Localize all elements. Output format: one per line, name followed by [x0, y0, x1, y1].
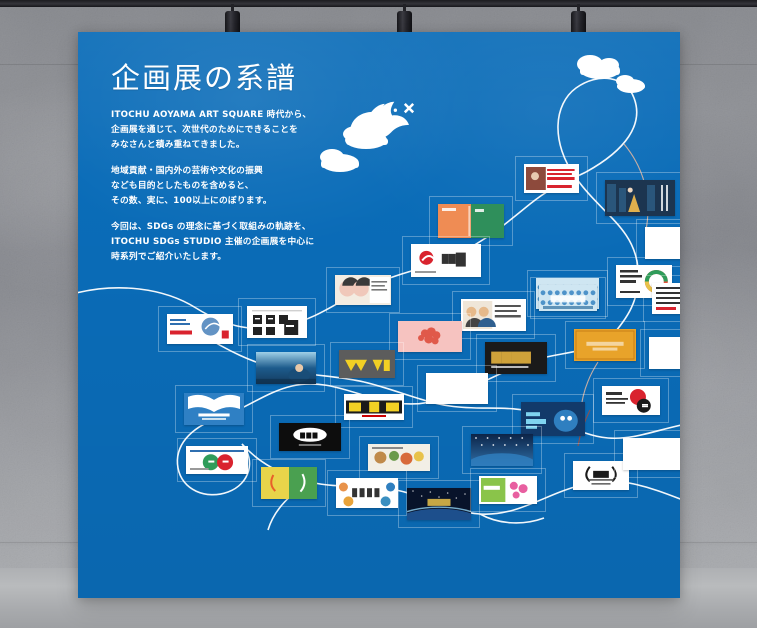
- exhibit-card[interactable]: [593, 377, 669, 423]
- exhibit-artwork: [574, 329, 636, 361]
- exhibit-thumbnail[interactable]: [186, 446, 248, 474]
- exhibition-poster: 企画展の系譜 ITOCHU AOYAMA ART SQUARE 時代から、企画展…: [78, 32, 680, 598]
- intro-paragraph-2: 地域貢献・国内外の芸術や文化の振興なども目的としたものを含めると、その数、実に、…: [111, 166, 272, 207]
- exhibit-artwork: [184, 393, 244, 425]
- exhibit-thumbnail[interactable]: [344, 394, 404, 420]
- exhibit-thumbnail[interactable]: [339, 350, 395, 378]
- exhibit-card[interactable]: [238, 298, 316, 346]
- exhibit-thumbnail[interactable]: [184, 393, 244, 425]
- exhibit-card[interactable]: [417, 364, 497, 412]
- exhibit-card[interactable]: [596, 172, 680, 224]
- exhibit-thumbnail[interactable]: [539, 285, 597, 311]
- exhibit-artwork: [649, 337, 680, 369]
- exhibit-card-frame: [643, 274, 680, 322]
- exhibit-artwork: [339, 350, 395, 378]
- exhibit-artwork: [398, 320, 462, 352]
- spotlight-stem: [230, 4, 234, 11]
- exhibit-thumbnail[interactable]: [411, 243, 481, 277]
- exhibit-artwork: [247, 306, 307, 338]
- exhibit-thumbnail[interactable]: [523, 163, 579, 193]
- exhibit-thumbnail[interactable]: [645, 227, 680, 259]
- exhibit-thumbnail[interactable]: [335, 275, 391, 305]
- exhibit-card-frame: [640, 329, 680, 377]
- exhibit-thumbnail[interactable]: [398, 320, 462, 352]
- exhibit-card[interactable]: [270, 415, 350, 459]
- exhibit-thumbnail[interactable]: [256, 352, 316, 384]
- exhibit-card[interactable]: [364, 455, 402, 491]
- cloud-icon: [577, 55, 620, 79]
- exhibit-thumbnail[interactable]: [407, 488, 471, 520]
- exhibit-card[interactable]: [177, 438, 257, 482]
- exhibit-card[interactable]: [326, 267, 400, 313]
- exhibit-artwork: [605, 180, 675, 216]
- exhibit-artwork: [471, 434, 533, 466]
- exhibit-card[interactable]: [565, 321, 645, 369]
- exhibit-thumbnail[interactable]: [279, 423, 341, 451]
- exhibit-artwork: [167, 314, 233, 344]
- intro-paragraph-3: 今回は、SDGs の理念に基づく取組みの軌跡を、ITOCHU SDGs STUD…: [111, 222, 315, 263]
- exhibit-card[interactable]: [614, 430, 680, 478]
- exhibit-artwork: [602, 385, 660, 415]
- exhibit-thumbnail[interactable]: [479, 476, 537, 504]
- exhibit-artwork: [186, 446, 248, 474]
- exhibit-thumbnail[interactable]: [623, 438, 680, 470]
- cloud-icon: [616, 75, 645, 93]
- exhibit-thumbnail[interactable]: [605, 180, 675, 216]
- exhibit-card[interactable]: [643, 274, 680, 322]
- exhibit-artwork: [623, 438, 680, 470]
- exhibit-artwork: [256, 352, 316, 384]
- exhibit-thumbnail[interactable]: [261, 467, 317, 499]
- exhibit-thumbnail[interactable]: [167, 314, 233, 344]
- exhibit-artwork: [426, 372, 488, 404]
- exhibit-thumbnail[interactable]: [471, 434, 533, 466]
- page-title: 企画展の系譜: [111, 61, 298, 95]
- exhibit-thumbnail[interactable]: [426, 372, 488, 404]
- exhibit-card[interactable]: [462, 426, 542, 474]
- exhibit-card[interactable]: [402, 235, 490, 285]
- exhibit-thumbnail[interactable]: [574, 329, 636, 361]
- exhibit-thumbnail[interactable]: [438, 204, 504, 238]
- exhibit-card[interactable]: [530, 277, 606, 319]
- intro-paragraph-1: ITOCHU AOYAMA ART SQUARE 時代から、企画展を通じて、次世…: [111, 110, 312, 151]
- exhibit-artwork: [652, 282, 680, 314]
- exhibit-artwork: [279, 423, 341, 451]
- exhibit-artwork: [645, 227, 680, 259]
- exhibit-artwork: [344, 394, 404, 420]
- exhibit-card[interactable]: [636, 219, 680, 267]
- exhibit-card[interactable]: [398, 480, 480, 528]
- exhibit-artwork: [373, 463, 393, 483]
- exhibit-card[interactable]: [175, 385, 253, 433]
- exhibit-artwork: [407, 488, 471, 520]
- exhibit-artwork: [523, 163, 579, 193]
- exhibit-thumbnail[interactable]: [602, 385, 660, 415]
- exhibit-thumbnail[interactable]: [649, 337, 680, 369]
- spotlight-stem: [576, 4, 580, 11]
- exhibit-artwork: [479, 476, 537, 504]
- exhibit-card[interactable]: [247, 344, 325, 392]
- exhibit-card[interactable]: [158, 306, 242, 352]
- exhibit-card[interactable]: [640, 329, 680, 377]
- exhibit-thumbnail[interactable]: [247, 306, 307, 338]
- spotlight-stem: [402, 4, 406, 11]
- exhibit-artwork: [411, 243, 481, 277]
- exhibit-artwork: [335, 275, 391, 305]
- exhibit-artwork: [438, 204, 504, 238]
- poster-text-block: 企画展の系譜 ITOCHU AOYAMA ART SQUARE 時代から、企画展…: [111, 62, 361, 265]
- exhibit-card[interactable]: [252, 459, 326, 507]
- exhibit-card[interactable]: [514, 155, 588, 201]
- lighting-track: [0, 0, 757, 7]
- exhibit-card[interactable]: [330, 342, 404, 386]
- exhibit-artwork: [261, 467, 317, 499]
- exhibit-card[interactable]: [470, 468, 546, 512]
- exhibit-thumbnail[interactable]: [652, 282, 680, 314]
- exhibit-artwork: [539, 285, 597, 311]
